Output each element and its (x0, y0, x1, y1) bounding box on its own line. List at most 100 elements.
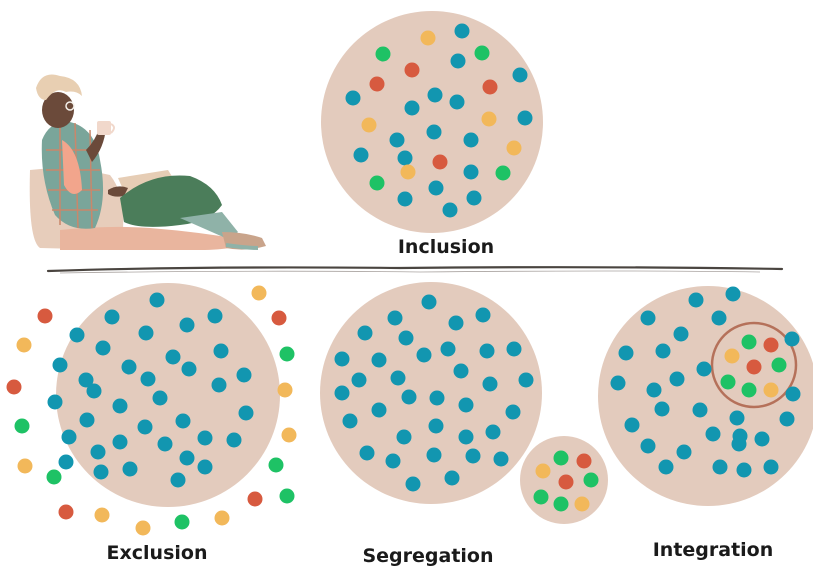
green-dot (720, 374, 736, 390)
teal-dot (442, 202, 458, 218)
teal-dot (47, 394, 63, 410)
teal-dot (640, 310, 656, 326)
teal-dot (725, 286, 741, 302)
teal-dot (357, 325, 373, 341)
teal-dot (658, 459, 674, 475)
green-dot (46, 469, 62, 485)
teal-dot (149, 292, 165, 308)
red-dot (404, 62, 420, 78)
teal-dot (416, 347, 432, 363)
teal-dot (351, 372, 367, 388)
teal-dot (181, 361, 197, 377)
exclusion-circle (56, 283, 280, 507)
orange-dot (535, 463, 551, 479)
integration-label: Integration (652, 539, 774, 561)
red-dot (763, 337, 779, 353)
teal-dot (518, 372, 534, 388)
teal-dot (736, 462, 752, 478)
teal-dot (712, 459, 728, 475)
green-dot (533, 489, 549, 505)
teal-dot (482, 376, 498, 392)
teal-dot (428, 418, 444, 434)
teal-dot (137, 419, 153, 435)
teal-dot (624, 417, 640, 433)
teal-dot (238, 405, 254, 421)
red-dot (6, 379, 22, 395)
green-dot (279, 346, 295, 362)
teal-dot (179, 317, 195, 333)
teal-dot (458, 429, 474, 445)
green-dot (14, 418, 30, 434)
teal-dot (428, 180, 444, 196)
red-dot (37, 308, 53, 324)
teal-dot (345, 90, 361, 106)
person-reading-icon (29, 74, 266, 250)
orange-dot (281, 427, 297, 443)
segregation-circle (320, 282, 542, 504)
teal-dot (165, 349, 181, 365)
teal-dot (669, 371, 685, 387)
teal-dot (104, 309, 120, 325)
exclusion-label: Exclusion (106, 542, 208, 564)
teal-dot (93, 464, 109, 480)
teal-dot (387, 310, 403, 326)
green-dot (583, 472, 599, 488)
teal-dot (427, 87, 443, 103)
teal-dot (485, 424, 501, 440)
teal-dot (465, 448, 481, 464)
teal-dot (618, 345, 634, 361)
teal-dot (78, 372, 94, 388)
green-dot (553, 496, 569, 512)
teal-dot (398, 330, 414, 346)
green-dot (553, 450, 569, 466)
orange-dot (506, 140, 522, 156)
teal-dot (517, 110, 533, 126)
teal-dot (779, 411, 795, 427)
teal-dot (371, 352, 387, 368)
teal-dot (401, 389, 417, 405)
orange-dot (135, 520, 151, 536)
teal-dot (152, 390, 168, 406)
green-dot (375, 46, 391, 62)
teal-dot (440, 341, 456, 357)
orange-dot (94, 507, 110, 523)
teal-dot (371, 402, 387, 418)
teal-dot (179, 450, 195, 466)
orange-dot (400, 164, 416, 180)
teal-dot (359, 445, 375, 461)
teal-dot (175, 413, 191, 429)
orange-dot (481, 111, 497, 127)
teal-dot (692, 402, 708, 418)
green-dot (741, 382, 757, 398)
orange-dot (763, 382, 779, 398)
teal-dot (688, 292, 704, 308)
teal-dot (121, 359, 137, 375)
red-dot (576, 453, 592, 469)
teal-dot (58, 454, 74, 470)
teal-dot (95, 340, 111, 356)
teal-dot (397, 150, 413, 166)
green-dot (268, 457, 284, 473)
teal-dot (52, 357, 68, 373)
teal-dot (405, 476, 421, 492)
teal-dot (696, 361, 712, 377)
green-dot (279, 488, 295, 504)
teal-dot (646, 382, 662, 398)
red-dot (271, 310, 287, 326)
green-dot (369, 175, 385, 191)
teal-dot (458, 397, 474, 413)
red-dot (746, 359, 762, 375)
teal-dot (112, 398, 128, 414)
green-dot (495, 165, 511, 181)
green-dot (771, 357, 787, 373)
teal-dot (449, 94, 465, 110)
teal-dot (112, 434, 128, 450)
teal-dot (197, 459, 213, 475)
teal-dot (389, 132, 405, 148)
orange-dot (16, 337, 32, 353)
red-dot (247, 491, 263, 507)
teal-dot (785, 386, 801, 402)
teal-dot (453, 363, 469, 379)
teal-dot (506, 341, 522, 357)
teal-dot (236, 367, 252, 383)
